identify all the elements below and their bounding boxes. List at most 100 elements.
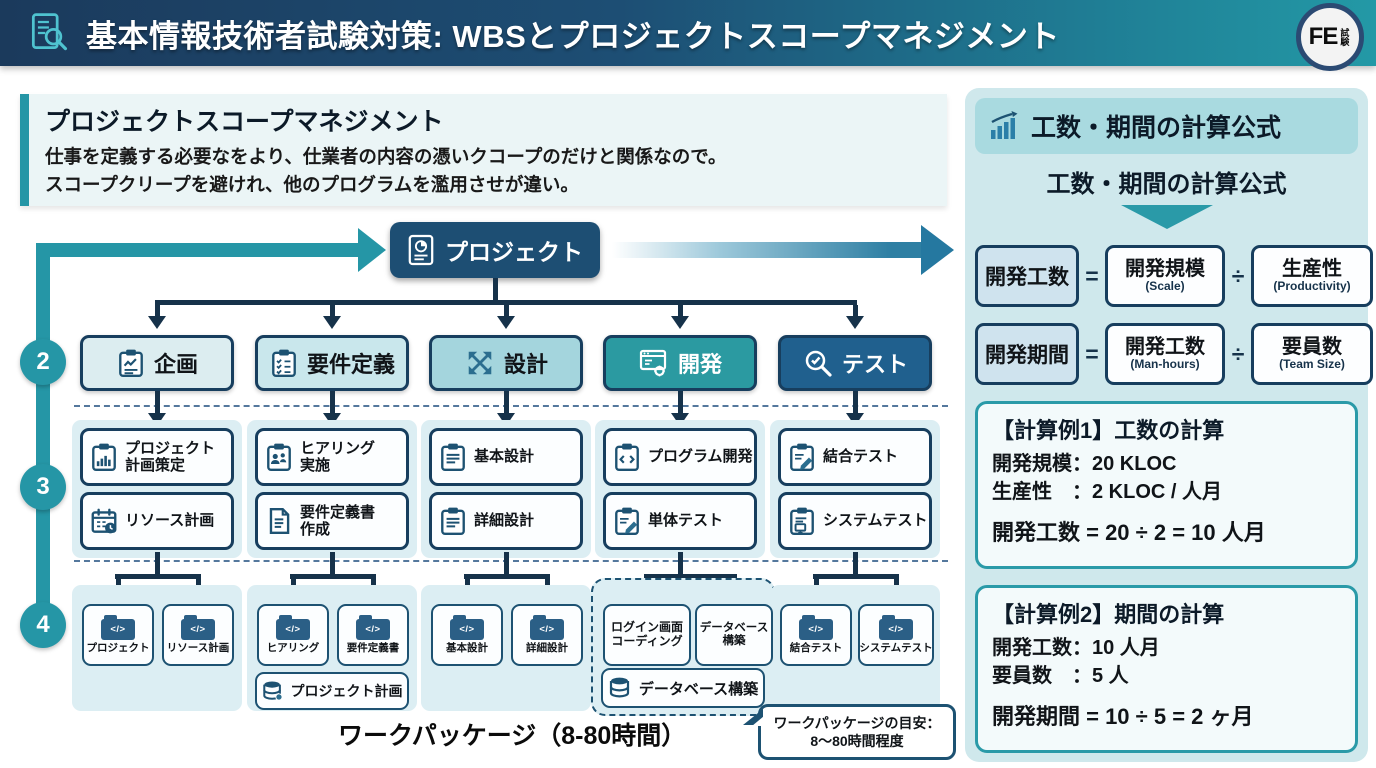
wbs-task-unit-test[interactable]: 単体テスト bbox=[603, 492, 757, 550]
growth-chart-icon bbox=[991, 111, 1018, 139]
divide-sign: ÷ bbox=[1231, 340, 1245, 367]
example-result: 開発期間 = 10 ÷ 5 = 2 ヶ月 bbox=[992, 704, 1254, 729]
wbs-task-detail-design[interactable]: 詳細設計 bbox=[429, 492, 583, 550]
formula-operand: 要員数 (Team Size) bbox=[1251, 323, 1373, 385]
work-package-system-test[interactable]: </> システムテスト bbox=[858, 604, 934, 666]
wbs-task-resource-plan[interactable]: リソース計画 bbox=[80, 492, 234, 550]
work-package-label: 詳細設計 bbox=[526, 642, 568, 655]
work-package-integration-test[interactable]: </> 結合テスト bbox=[780, 604, 852, 666]
work-package-label: 要件定義書 bbox=[346, 642, 400, 655]
connector bbox=[677, 391, 683, 415]
wbs-task-project-planning[interactable]: プロジェクト計画策定 bbox=[80, 428, 234, 486]
work-package-db-build-small[interactable]: データベース構築 bbox=[695, 604, 773, 666]
calculation-panel-header: 工数・期間の計算公式 bbox=[975, 98, 1358, 154]
wbs-task-program-dev[interactable]: プログラム開発 bbox=[603, 428, 757, 486]
wbs-root-node[interactable]: プロジェクト bbox=[390, 222, 600, 278]
badge-sublabel: 試験 bbox=[1339, 28, 1350, 46]
work-package-requirements-doc[interactable]: </> 要件定義書 bbox=[337, 604, 409, 666]
example-row: 開発規模：20 KLOC bbox=[992, 453, 1177, 475]
work-package-label: システムテスト bbox=[859, 642, 933, 655]
node-label: 企画 bbox=[153, 352, 198, 377]
connector bbox=[503, 391, 509, 415]
task-label: 要件定義書 bbox=[300, 503, 376, 521]
fe-exam-badge: FE 試験 bbox=[1296, 3, 1364, 71]
work-package-label: データベース構築 bbox=[638, 680, 759, 698]
work-package-resource-plan[interactable]: </> リソース計画 bbox=[162, 604, 234, 666]
folder-code-icon: </> bbox=[879, 615, 913, 641]
wbs-task-requirements-doc[interactable]: 要件定義書作成 bbox=[255, 492, 409, 550]
work-package-label: 基本設計 bbox=[446, 642, 488, 655]
connector bbox=[503, 305, 509, 318]
work-package-project-plan[interactable]: プロジェクト計画 bbox=[255, 672, 409, 710]
task-label: 結合テスト bbox=[823, 448, 899, 466]
node-label: テスト bbox=[841, 352, 908, 377]
connector bbox=[813, 574, 899, 579]
document-icon bbox=[269, 508, 290, 534]
work-package-caption: ワークパッケージ（8-80時間） bbox=[338, 722, 687, 750]
wbs-node-test[interactable]: テスト bbox=[778, 335, 932, 391]
connector bbox=[115, 574, 201, 579]
level-2-badge: 2 bbox=[20, 339, 66, 385]
connector bbox=[644, 574, 737, 579]
wbs-node-development[interactable]: 開発 bbox=[603, 335, 757, 391]
folder-code-icon: </> bbox=[276, 615, 310, 641]
wbs-task-system-test[interactable]: システムテスト bbox=[778, 492, 932, 550]
task-label: 基本設計 bbox=[474, 448, 535, 466]
calculation-panel: 工数・期間の計算公式 工数・期間の計算公式 開発工数 = 開発規模 (Scale… bbox=[965, 88, 1373, 762]
work-package-login-coding[interactable]: ログイン画面コーディング bbox=[603, 604, 691, 666]
work-package-detail-design[interactable]: </> 詳細設計 bbox=[511, 604, 583, 666]
connector bbox=[503, 552, 509, 576]
level-3-badge: 3 bbox=[20, 464, 66, 510]
node-label: 開発 bbox=[677, 352, 722, 377]
folder-code-icon: </> bbox=[530, 615, 564, 641]
formula-row-duration: 開発期間 = 開発工数 (Man-hours) ÷ 要員数 (Team Size… bbox=[975, 323, 1373, 385]
folder-code-icon: </> bbox=[101, 615, 135, 641]
panel-title: 工数・期間の計算公式 bbox=[1031, 114, 1282, 142]
callout-pointer-inner bbox=[752, 716, 764, 726]
arrow-head bbox=[671, 316, 689, 329]
folder-code-icon: </> bbox=[356, 615, 390, 641]
root-arrow-head bbox=[358, 228, 386, 272]
work-package-callout: ワークパッケージの目安： 8〜80時間程度 bbox=[743, 704, 956, 760]
connector bbox=[492, 278, 498, 302]
clipboard-people-icon bbox=[267, 443, 291, 472]
crossed-arrows-icon bbox=[468, 351, 492, 375]
wbs-node-design[interactable]: 設計 bbox=[429, 335, 583, 391]
work-package-db-build[interactable]: データベース構築 bbox=[601, 668, 765, 708]
timeline-arrow-shaft bbox=[612, 242, 922, 258]
level-guide-line bbox=[36, 243, 50, 625]
node-label: 設計 bbox=[503, 352, 548, 377]
node-label: 要件定義 bbox=[306, 352, 395, 377]
connector bbox=[290, 574, 376, 579]
connector bbox=[154, 305, 160, 318]
task-label: プロジェクト bbox=[125, 439, 216, 457]
task-label: 単体テスト bbox=[648, 512, 724, 530]
example-row: 開発工数：10 人月 bbox=[992, 637, 1160, 659]
clipboard-monitor-icon bbox=[790, 507, 814, 536]
connector bbox=[195, 574, 201, 590]
work-package-label: 結合テスト bbox=[789, 642, 843, 655]
task-label: リソース計画 bbox=[125, 512, 215, 530]
equals-sign: = bbox=[1085, 262, 1099, 289]
connector bbox=[677, 305, 683, 318]
task-label: 詳細設計 bbox=[474, 512, 535, 530]
folder-code-icon: </> bbox=[799, 615, 833, 641]
task-label: ヒアリング bbox=[300, 439, 376, 457]
formula-result: 開発期間 bbox=[975, 323, 1079, 385]
work-package-hearing[interactable]: </> ヒアリング bbox=[257, 604, 329, 666]
example-result: 開発工数 = 20 ÷ 2 = 10 人月 bbox=[992, 520, 1266, 545]
level-separator bbox=[74, 560, 948, 562]
connector bbox=[115, 574, 121, 590]
clipboard-code-icon bbox=[615, 443, 639, 472]
wbs-node-planning[interactable]: 企画 bbox=[80, 335, 234, 391]
wbs-task-integration-test[interactable]: 結合テスト bbox=[778, 428, 932, 486]
wbs-task-hearing[interactable]: ヒアリング実施 bbox=[255, 428, 409, 486]
calculation-example-1: 【計算例1】工数の計算 開発規模：20 KLOC 生産性 ：2 KLOC / 人… bbox=[975, 401, 1358, 569]
clipboard-chart-icon bbox=[119, 349, 143, 378]
wbs-task-basic-design[interactable]: 基本設計 bbox=[429, 428, 583, 486]
work-package-basic-design[interactable]: </> 基本設計 bbox=[431, 604, 503, 666]
work-package-project[interactable]: </> プロジェクト bbox=[82, 604, 154, 666]
calculation-example-2: 【計算例2】期間の計算 開発工数：10 人月 要員数 ：5 人 開発期間 = 1… bbox=[975, 585, 1358, 753]
equals-sign: = bbox=[1085, 340, 1099, 367]
wbs-node-requirements[interactable]: 要件定義 bbox=[255, 335, 409, 391]
